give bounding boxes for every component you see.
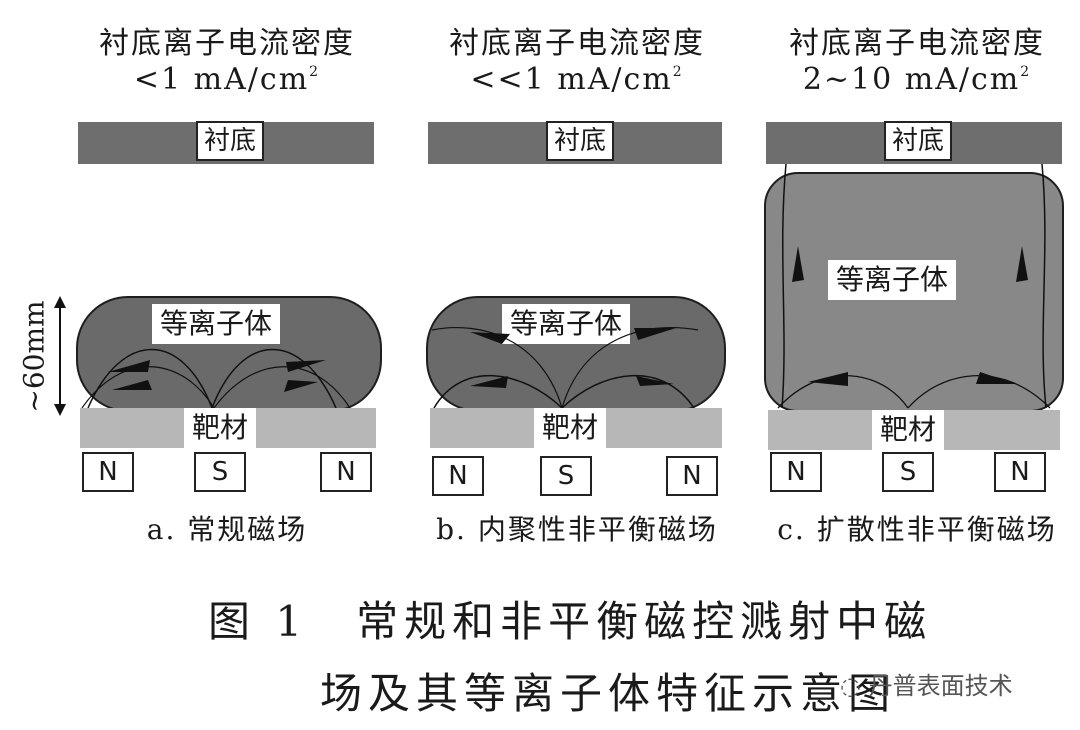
target-label: 靶材 — [534, 408, 607, 448]
plasma-region: 等离子体 — [76, 296, 382, 412]
panel-a-header-title: 衬底离子电流密度 — [99, 26, 355, 61]
field-arrow — [112, 380, 152, 390]
field-arrow — [108, 360, 150, 372]
wechat-icon: ◌ — [840, 672, 861, 700]
panel-a-header-value: <1 mA/cm2 — [133, 62, 321, 97]
magnet-south: S — [540, 456, 592, 496]
magnet-north-left: N — [432, 456, 484, 496]
magnet-north-right: N — [994, 452, 1046, 492]
magnetic-field-lines — [777, 163, 1051, 409]
target-label: 靶材 — [184, 408, 257, 448]
plasma-label: 等离子体 — [152, 304, 281, 344]
plasma-label: 等离子体 — [502, 304, 631, 344]
substrate-bar: 衬底 — [428, 121, 722, 164]
panel-b-header-title: 衬底离子电流密度 — [449, 26, 705, 61]
panel-b-header-value: <<1 mA/cm2 — [470, 62, 684, 97]
field-arrow — [286, 360, 326, 372]
watermark: ◌ 丹普表面技术 — [840, 666, 1013, 701]
magnet-south: S — [882, 452, 934, 492]
magnet-north-right: N — [320, 452, 372, 492]
dimension-arrow — [54, 296, 66, 416]
magnetic-field-lines — [81, 348, 351, 409]
dimension-label: ~60mm — [17, 300, 51, 413]
substrate-bar: 衬底 — [766, 121, 1062, 164]
panel-b-caption: b. 内聚性非平衡磁场 — [436, 513, 718, 546]
target-label: 靶材 — [872, 410, 945, 450]
panel-c-caption: c. 扩散性非平衡磁场 — [777, 513, 1057, 546]
target-bar: 靶材 — [80, 408, 376, 448]
target-bar: 靶材 — [768, 410, 1060, 450]
field-arrow — [284, 380, 318, 392]
plasma-region: 等离子体 — [764, 172, 1064, 412]
magnet-north-left: N — [82, 452, 134, 492]
figure-title-line1: 图 1 常规和非平衡磁控溅射中磁 — [208, 597, 933, 646]
panel-c-header-value: 2~10 mA/cm2 — [802, 62, 1032, 97]
panel-c-header-title: 衬底离子电流密度 — [789, 26, 1045, 61]
figure-title-line2: 场及其等离子体特征示意图 — [320, 669, 897, 718]
plasma-label: 等离子体 — [828, 260, 957, 300]
panel-inward-unbalanced: 衬底离子电流密度 <<1 mA/cm2 衬底 等离子体 靶材 N S N b. … — [412, 0, 742, 560]
magnet-south: S — [194, 452, 246, 492]
substrate-label: 衬底 — [196, 121, 265, 161]
panel-conventional: 衬底离子电流密度 <1 mA/cm2 衬底 等离子体 靶材 N S N a. 常… — [62, 0, 392, 560]
panel-outward-unbalanced: 衬底离子电流密度 2~10 mA/cm2 衬底 等离子体 靶材 N S N c.… — [752, 0, 1080, 560]
substrate-label: 衬底 — [884, 121, 953, 161]
watermark-text: 丹普表面技术 — [868, 672, 1013, 700]
panel-a-caption: a. 常规磁场 — [146, 513, 308, 546]
plasma-region: 等离子体 — [426, 296, 726, 412]
substrate-label: 衬底 — [546, 121, 615, 161]
target-bar: 靶材 — [430, 408, 722, 448]
magnetic-field-lines — [431, 327, 699, 409]
magnet-north-right: N — [666, 456, 718, 496]
magnet-north-left: N — [770, 452, 822, 492]
substrate-bar: 衬底 — [78, 121, 374, 164]
